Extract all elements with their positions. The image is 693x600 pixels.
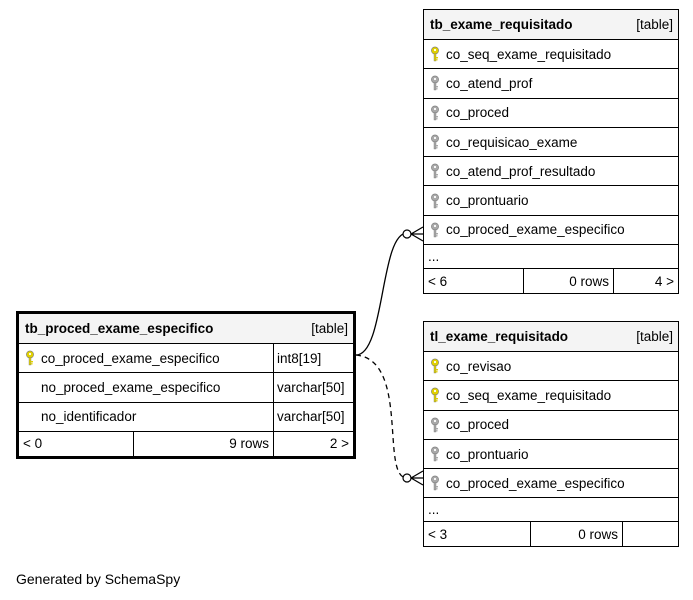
column-row[interactable]: co_proced_exame_especifico bbox=[424, 216, 678, 246]
relation-line-exame-requisitado bbox=[355, 232, 408, 356]
primary-key-icon bbox=[19, 350, 41, 366]
column-name: no_identificador bbox=[41, 409, 137, 425]
row-count: 0 rows bbox=[531, 522, 623, 547]
column-row[interactable]: co_proced bbox=[424, 411, 678, 440]
column-row[interactable]: co_requisicao_exame bbox=[424, 128, 678, 158]
column-name: co_revisao bbox=[446, 358, 512, 374]
foreign-key-icon bbox=[424, 475, 446, 491]
relation-zero-marker bbox=[402, 473, 412, 483]
table-type: [table] bbox=[636, 17, 673, 32]
table-type: [table] bbox=[636, 329, 673, 344]
column-row[interactable]: co_atend_prof bbox=[424, 69, 678, 99]
relation-line-tl-exame-requisitado bbox=[355, 354, 408, 479]
column-row[interactable]: co_atend_prof_resultado bbox=[424, 157, 678, 187]
column-name: co_atend_prof bbox=[446, 75, 533, 91]
column-type: int8[19] bbox=[273, 344, 353, 373]
column-name: co_proced_exame_especifico bbox=[446, 222, 625, 238]
table-header: tb_exame_requisitado [table] bbox=[424, 10, 678, 40]
table-header: tb_proced_exame_especifico [table] bbox=[19, 314, 353, 344]
column-name: co_requisicao_exame bbox=[446, 134, 578, 150]
children-count[interactable]: 4 > bbox=[654, 273, 674, 289]
column-row[interactable]: co_revisao bbox=[424, 352, 678, 382]
column-name: co_prontuario bbox=[446, 193, 529, 209]
parents-count[interactable]: < 0 bbox=[19, 431, 134, 456]
row-count: 9 rows bbox=[134, 431, 274, 456]
column-row[interactable]: no_proced_exame_especifico varchar[50] bbox=[19, 373, 353, 403]
column-row[interactable]: co_prontuario bbox=[424, 186, 678, 216]
foreign-key-icon bbox=[424, 75, 446, 91]
primary-key-icon bbox=[424, 387, 446, 403]
foreign-key-icon bbox=[424, 222, 446, 238]
table-footer: < 6 0 rows 4 > bbox=[424, 269, 678, 294]
column-row[interactable]: co_proced_exame_especifico int8[19] bbox=[19, 344, 353, 374]
more-columns-ellipsis: ... bbox=[424, 498, 678, 523]
column-name: no_proced_exame_especifico bbox=[41, 379, 221, 395]
table-tb-proced-exame-especifico[interactable]: tb_proced_exame_especifico [table] co_pr… bbox=[16, 311, 356, 459]
column-row[interactable]: co_prontuario bbox=[424, 440, 678, 470]
column-row[interactable]: co_seq_exame_requisitado bbox=[424, 381, 678, 411]
table-name: tb_proced_exame_especifico bbox=[25, 321, 214, 336]
table-name: tl_exame_requisitado bbox=[430, 329, 569, 344]
column-name: co_proced_exame_especifico bbox=[446, 475, 625, 491]
column-name: co_seq_exame_requisitado bbox=[446, 387, 612, 403]
relation-zero-marker bbox=[402, 229, 412, 239]
foreign-key-icon bbox=[424, 134, 446, 150]
table-type: [table] bbox=[311, 321, 348, 336]
table-header: tl_exame_requisitado [table] bbox=[424, 322, 678, 352]
primary-key-icon bbox=[424, 46, 446, 62]
relation-crowfoot-marker bbox=[410, 470, 424, 486]
primary-key-icon bbox=[424, 358, 446, 374]
column-row[interactable]: co_proced bbox=[424, 99, 678, 128]
column-name: co_proced bbox=[446, 417, 510, 433]
children-count[interactable] bbox=[623, 522, 678, 546]
table-footer: < 0 9 rows 2 > bbox=[19, 431, 353, 456]
foreign-key-icon bbox=[424, 105, 446, 121]
column-name: co_prontuario bbox=[446, 446, 529, 462]
column-name: co_atend_prof_resultado bbox=[446, 163, 596, 179]
column-name: co_proced_exame_especifico bbox=[41, 350, 220, 366]
parents-count[interactable]: < 6 bbox=[424, 269, 524, 294]
more-columns-ellipsis: ... bbox=[424, 245, 678, 270]
table-tl-exame-requisitado[interactable]: tl_exame_requisitado [table] co_revisao … bbox=[423, 321, 679, 548]
column-name: co_proced bbox=[446, 105, 510, 121]
foreign-key-icon bbox=[424, 193, 446, 209]
table-footer: < 3 0 rows bbox=[424, 522, 678, 547]
foreign-key-icon bbox=[424, 446, 446, 462]
column-row[interactable]: no_identificador varchar[50] bbox=[19, 402, 353, 432]
children-count[interactable]: 2 > bbox=[329, 436, 349, 452]
table-name: tb_exame_requisitado bbox=[430, 17, 573, 32]
row-count: 0 rows bbox=[524, 269, 614, 294]
column-row[interactable]: co_seq_exame_requisitado bbox=[424, 40, 678, 70]
column-name: co_seq_exame_requisitado bbox=[446, 46, 612, 62]
column-row[interactable]: co_proced_exame_especifico bbox=[424, 469, 678, 499]
generated-by-label: Generated by SchemaSpy bbox=[16, 571, 181, 587]
foreign-key-icon bbox=[424, 163, 446, 179]
parents-count[interactable]: < 3 bbox=[424, 522, 531, 547]
column-type: varchar[50] bbox=[273, 373, 353, 402]
relation-crowfoot-marker bbox=[410, 226, 424, 242]
column-type: varchar[50] bbox=[273, 402, 353, 431]
foreign-key-icon bbox=[424, 417, 446, 433]
table-tb-exame-requisitado[interactable]: tb_exame_requisitado [table] co_seq_exam… bbox=[423, 9, 679, 295]
